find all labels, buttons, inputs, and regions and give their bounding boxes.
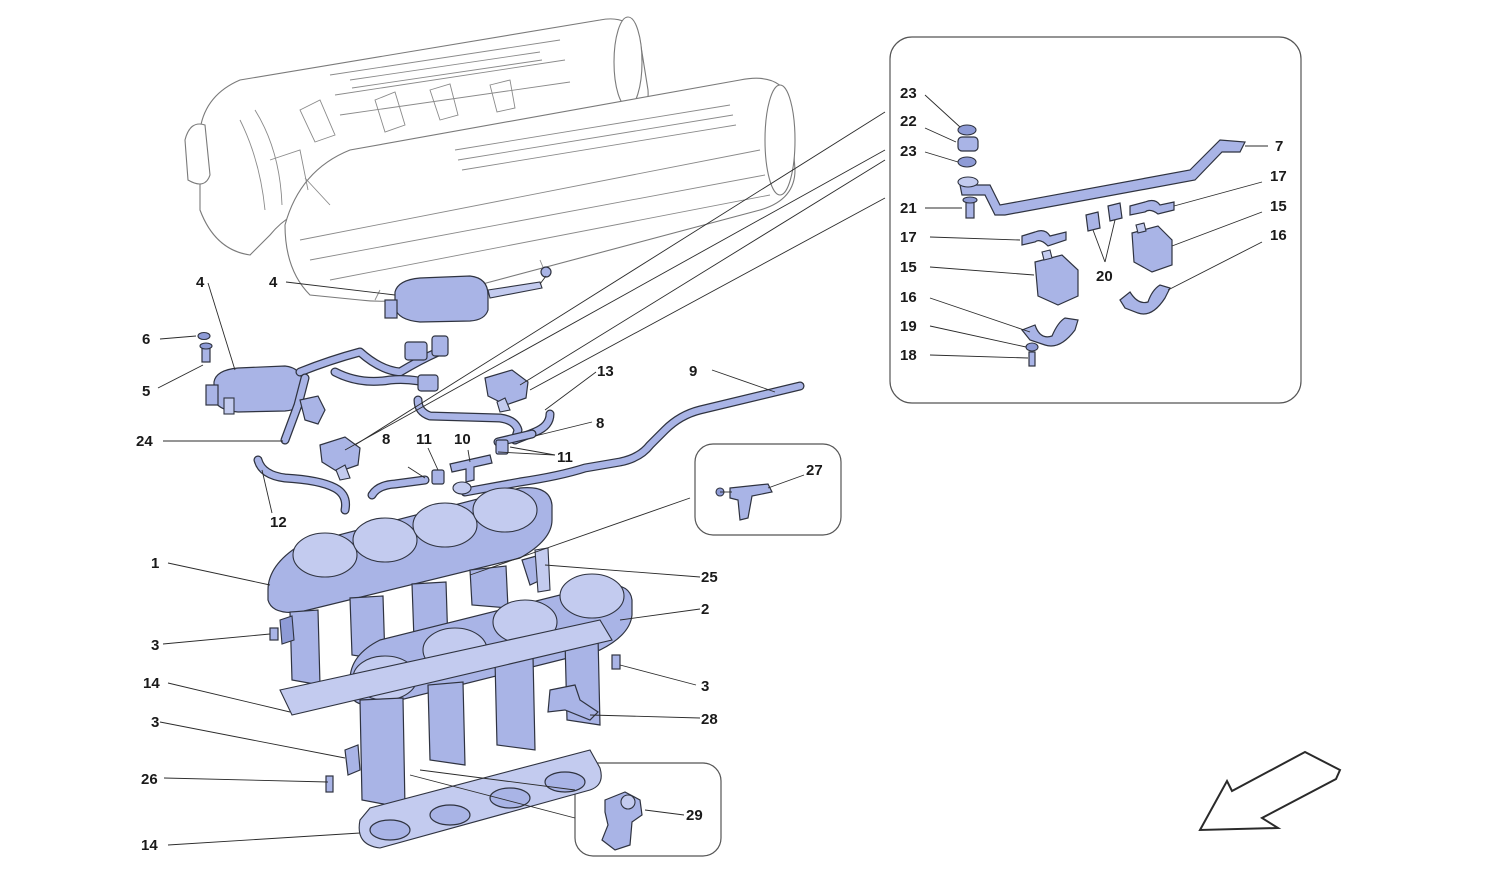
callout-14-lower: 14 bbox=[141, 837, 158, 854]
callout-11-left: 11 bbox=[416, 431, 432, 448]
callout-25: 25 bbox=[701, 569, 718, 586]
callout-8-left: 8 bbox=[382, 431, 390, 448]
part-16-bracket-left bbox=[1021, 317, 1079, 347]
callout-4-left: 4 bbox=[196, 274, 205, 291]
callout-21: 21 bbox=[900, 200, 917, 217]
callout-3-upper: 3 bbox=[151, 637, 159, 654]
part-27-bracket bbox=[729, 483, 773, 521]
callout-19: 19 bbox=[900, 318, 917, 335]
part-16-bracket-right bbox=[1119, 284, 1171, 315]
part-17-clamp-left bbox=[1021, 230, 1067, 247]
solenoid-valve-right bbox=[484, 369, 529, 406]
callout-1: 1 bbox=[151, 555, 159, 572]
part-23-washer-top bbox=[957, 124, 977, 136]
callout-27: 27 bbox=[806, 462, 823, 479]
callout-labels: 4 4 6 5 24 12 8 11 10 11 8 13 9 27 1 25 … bbox=[136, 85, 1287, 854]
part-26-screw bbox=[325, 775, 334, 793]
callout-11-right: 11 bbox=[557, 449, 573, 466]
callout-23-top: 23 bbox=[900, 85, 917, 102]
callout-14-upper: 14 bbox=[143, 675, 160, 692]
callout-5: 5 bbox=[142, 383, 150, 400]
part-28-bracket bbox=[547, 684, 599, 721]
callout-6: 6 bbox=[142, 331, 150, 348]
callout-17-left: 17 bbox=[900, 229, 917, 246]
part-10-tee bbox=[449, 454, 493, 483]
callout-7: 7 bbox=[1275, 138, 1283, 155]
callout-15-left: 15 bbox=[900, 259, 917, 276]
part-20-grommet-b bbox=[1107, 202, 1123, 222]
callout-24: 24 bbox=[136, 433, 153, 450]
callout-20: 20 bbox=[1096, 268, 1113, 285]
callout-12: 12 bbox=[270, 514, 287, 531]
part-7-bracket bbox=[959, 139, 1246, 216]
part-17-clamp-right bbox=[1129, 199, 1175, 216]
part-11-clamp-left bbox=[431, 469, 445, 485]
callout-2: 2 bbox=[701, 601, 709, 618]
part-20-grommet-a bbox=[1085, 211, 1101, 232]
callout-9: 9 bbox=[689, 363, 697, 380]
callout-8-right: 8 bbox=[596, 415, 604, 432]
callout-16-left: 16 bbox=[900, 289, 917, 306]
part-4-actuator-upper bbox=[384, 266, 552, 323]
callout-18: 18 bbox=[900, 347, 917, 364]
part-6-o-ring bbox=[197, 331, 211, 341]
leader-lines bbox=[157, 94, 1268, 846]
part-15-solenoid-right bbox=[1131, 225, 1173, 273]
callout-10: 10 bbox=[454, 431, 471, 448]
part-14-gasket-front bbox=[358, 749, 602, 849]
engine-intake-plenum bbox=[184, 16, 796, 302]
callout-29: 29 bbox=[686, 807, 703, 824]
part-19-nut bbox=[1025, 342, 1039, 352]
callout-3-right: 3 bbox=[701, 678, 709, 695]
arrow-down-left-icon bbox=[1198, 750, 1342, 832]
callout-23-bottom: 23 bbox=[900, 143, 917, 160]
part-1-intake-manifold-rear bbox=[267, 487, 553, 686]
part-22-bushing bbox=[957, 136, 979, 152]
harness-connector-a bbox=[404, 341, 428, 361]
callout-28: 28 bbox=[701, 711, 718, 728]
callout-22: 22 bbox=[900, 113, 917, 130]
part-23-washer-bottom bbox=[957, 156, 977, 168]
callout-15-right: 15 bbox=[1270, 198, 1287, 215]
part-3-stud-right bbox=[611, 654, 621, 670]
part-11-clamp-right bbox=[495, 439, 509, 455]
solenoid-valve-left bbox=[319, 436, 361, 473]
callout-26: 26 bbox=[141, 771, 158, 788]
part-3-stud-upper bbox=[269, 627, 279, 641]
part-14-gasket-rear bbox=[279, 619, 613, 716]
part-18-screw bbox=[1028, 351, 1036, 367]
part-4-actuator-lower bbox=[205, 365, 304, 415]
part-15-solenoid-left bbox=[1034, 254, 1079, 306]
callout-4-right: 4 bbox=[269, 274, 278, 291]
part-3-bracket-lower bbox=[344, 744, 361, 776]
callout-17-right: 17 bbox=[1270, 168, 1287, 185]
callout-16-right: 16 bbox=[1270, 227, 1287, 244]
callout-13: 13 bbox=[597, 363, 614, 380]
callout-3-lower: 3 bbox=[151, 714, 159, 731]
harness-connector-b bbox=[431, 335, 449, 357]
